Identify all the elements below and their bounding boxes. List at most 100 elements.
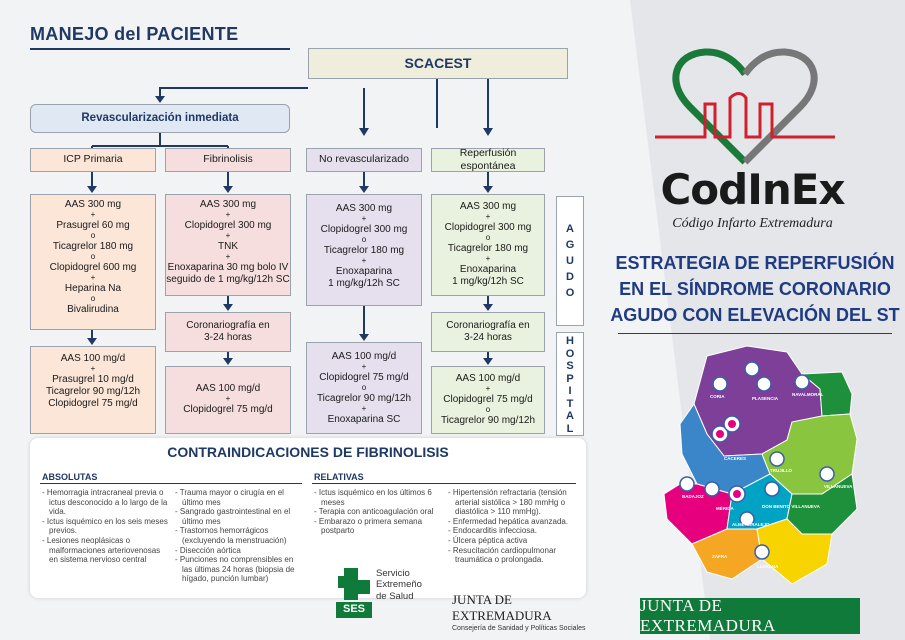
ses-abbr: SES: [342, 603, 365, 615]
coronariografia-label: Coronariografía en 3-24 horas: [186, 319, 270, 344]
drug-line: 1 mg/kg/12h SC: [452, 276, 524, 288]
icp-acute-box: AAS 300 mg + Prasugrel 60 mg o Ticagrelo…: [30, 194, 156, 330]
no-revasc-hospital-box: AAS 100 mg/d + Clopidogrel 75 mg/d o Tic…: [306, 342, 422, 434]
map-label: NAVALMORAL: [792, 392, 824, 397]
drug-line: Prasugrel 10 mg/d: [52, 373, 134, 385]
drug-line: Clopidogrel 300 mg: [320, 223, 408, 235]
drug-line: Enoxaparina SC: [327, 413, 401, 425]
list-item: - Endocarditis infecciosa.: [448, 526, 537, 536]
map-label: LLERENA: [757, 564, 779, 569]
drug-line: AAS 100 mg/d: [455, 373, 521, 384]
list-item: - Sangrado gastrointestinal en el último…: [175, 507, 291, 526]
reperfusion-hospital-box: AAS 100 mg/d + Clopidogrel 75 mg/d o Tic…: [431, 366, 545, 434]
absolutas-heading: ABSOLUTAS: [42, 472, 98, 482]
drug-line: Clopidogrel 75 mg/d: [443, 393, 533, 405]
map-label: CORIA: [710, 394, 725, 399]
hospital-letter: T: [566, 397, 574, 410]
logo-name: CodInEx: [660, 165, 845, 214]
drug-line: Clopidogrel 75 mg/d: [319, 371, 409, 383]
map-label: DON BENITO VILLANUEVA: [762, 504, 820, 509]
or-sign: o: [361, 235, 367, 245]
list-item: - Resucitación cardiopulmonar traumática…: [448, 545, 557, 565]
hospital-letter: A: [566, 410, 574, 422]
ses-line: de Salud: [376, 590, 414, 602]
relativas-heading: RELATIVAS: [314, 472, 364, 482]
header-icp-label: ICP Primaria: [63, 153, 123, 166]
drug-line: TNK: [218, 240, 238, 252]
plus-sign: +: [485, 212, 491, 222]
or-sign: o: [485, 233, 491, 243]
drug-line: Bivalirudina: [67, 303, 119, 315]
strategy-title: ESTRATEGIA DE REPERFUSIÓN EN EL SÍNDROME…: [610, 250, 900, 328]
or-sign: o: [361, 383, 367, 393]
or-sign: o: [485, 405, 491, 415]
icp-hospital-box: AAS 100 mg/d + Prasugrel 10 mg/d Ticagre…: [30, 346, 156, 434]
scacest-box: SCACEST: [308, 48, 568, 79]
list-item: - Úlcera péptica activa: [448, 535, 528, 545]
coronariografia-label: Coronariografía en 3-24 horas: [446, 319, 530, 344]
relativas-divider: [312, 483, 576, 484]
plus-sign: +: [225, 210, 231, 220]
strategy-divider: [618, 333, 892, 334]
plus-sign: +: [90, 364, 96, 374]
hospital-letter: S: [566, 360, 574, 372]
drug-line: AAS 100 mg/d: [60, 353, 126, 364]
ses-line: Servicio: [376, 568, 410, 579]
drug-line: AAS 300 mg: [199, 199, 257, 210]
title-underline: [30, 48, 290, 50]
plus-sign: +: [90, 210, 96, 220]
drug-line: Ticagrelor 180 mg: [52, 240, 134, 252]
drug-line: Ticagrelor 90 mg/12h: [316, 392, 412, 404]
drug-line: Enoxaparina: [335, 265, 393, 277]
list-item: - Disección aórtica: [175, 545, 241, 555]
hospital-letter: O: [565, 347, 575, 360]
drug-line: 1 mg/kg/12h SC: [328, 278, 400, 290]
list-item: - Lesiones neoplásicas o malformaciones …: [42, 535, 161, 565]
contraindications-panel: CONTRAINDICACIONES DE FIBRINOLISIS ABSOL…: [30, 438, 586, 598]
list-item: - Trastornos hemorrágicos (excluyendo la…: [175, 526, 287, 545]
drug-line: seguido de 1 mg/kg/12h SC: [166, 274, 290, 286]
ses-logo: SES: [336, 566, 372, 620]
contraindications-title: CONTRAINDICACIONES DE FIBRINOLISIS: [167, 444, 449, 460]
drug-line: Ticagrelor 90 mg/12h: [45, 386, 141, 398]
map-label: ALMENDRALEJO: [732, 522, 770, 527]
list-item: - Trauma mayor o cirugía en el último me…: [175, 488, 284, 507]
header-reperfusion: Reperfusión espontánea: [431, 146, 545, 172]
junta-banner: JUNTA DE EXTREMADURA: [640, 596, 860, 635]
drug-line: AAS 300 mg: [64, 199, 122, 210]
or-sign: o: [90, 252, 96, 262]
hospital-letter: P: [566, 372, 574, 385]
ses-line: Extremeño: [376, 579, 422, 591]
agudo-letter: D: [566, 271, 574, 283]
relativas-list-1: - Ictus isquémico en los últimos 6 meses…: [314, 488, 442, 536]
list-item: - Hipertensión refractaria (tensión arte…: [448, 488, 567, 517]
heart-ecg-icon: [655, 48, 835, 165]
map-label: BADAJOZ: [682, 494, 704, 499]
list-item: - Punciones no comprensibles en las últi…: [175, 555, 295, 584]
page-title: MANEJO del PACIENTE: [30, 24, 239, 44]
drug-line: AAS 100 mg/d: [195, 383, 261, 394]
header-fibrinolisis-label: Fibrinolisis: [203, 153, 253, 166]
plus-sign: +: [485, 384, 491, 394]
hospital-label: H O S P I T A L: [556, 332, 584, 436]
header-reperfusion-label: Reperfusión espontánea: [459, 146, 517, 172]
revasc-box: Revascularización inmediata: [30, 104, 290, 133]
list-item: - Ictus isquémico en los seis meses prev…: [42, 516, 168, 536]
absolutas-divider: [40, 483, 302, 484]
junta-dept: Consejería de Sanidad y Políticas Social…: [452, 625, 586, 632]
logo-tagline: Código Infarto Extremadura: [672, 216, 833, 231]
drug-line: AAS 300 mg: [335, 203, 393, 214]
agudo-letter: G: [565, 239, 575, 251]
hospital-letter: L: [566, 422, 574, 435]
revasc-label: Revascularización inmediata: [81, 112, 239, 125]
plus-sign: +: [225, 231, 231, 241]
plus-sign: +: [90, 273, 96, 283]
drug-line: Heparina Na: [64, 282, 122, 294]
drug-line: Ticagrelor 180 mg: [447, 242, 529, 254]
map-labels: CORIA PLASENCIA NAVALMORAL CÁCERES TRUJI…: [652, 344, 862, 592]
drug-line: Clopidogrel 600 mg: [49, 261, 137, 273]
map-label: ZAFRA: [712, 554, 728, 559]
hospital-letter: I: [568, 385, 572, 397]
reperfusion-coronariografia: Coronariografía en 3-24 horas: [431, 312, 545, 352]
hospital-letter: H: [566, 335, 574, 347]
